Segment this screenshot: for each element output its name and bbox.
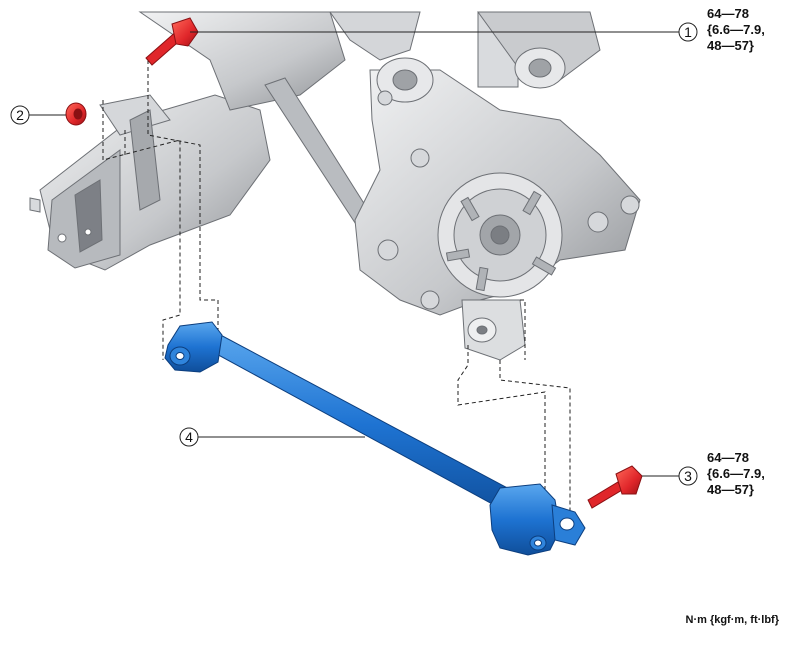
lateral-link [164, 321, 586, 556]
bolt-item-3 [587, 465, 643, 509]
crossmember [29, 94, 271, 271]
bolt-item-1 [145, 17, 199, 66]
nut-item-2 [65, 102, 87, 126]
callout-3: 3 [642, 466, 698, 486]
callout-number: 4 [185, 429, 193, 445]
callout-number: 3 [684, 468, 692, 484]
callout-1: 1 [190, 22, 698, 42]
callout-2: 2 [10, 105, 66, 125]
torque-spec-item-3: 64—78 {6.6—7.9, 48—57} [707, 450, 765, 497]
torque-spec-item-1: 64—78 {6.6—7.9, 48—57} [707, 6, 765, 53]
callout-number: 1 [684, 24, 692, 40]
callout-4: 4 [179, 427, 365, 447]
callout-number: 2 [16, 107, 24, 123]
knuckle-assembly [138, 11, 641, 361]
torque-units-label: N·m {kgf·m, ft·lbf} [685, 614, 780, 626]
